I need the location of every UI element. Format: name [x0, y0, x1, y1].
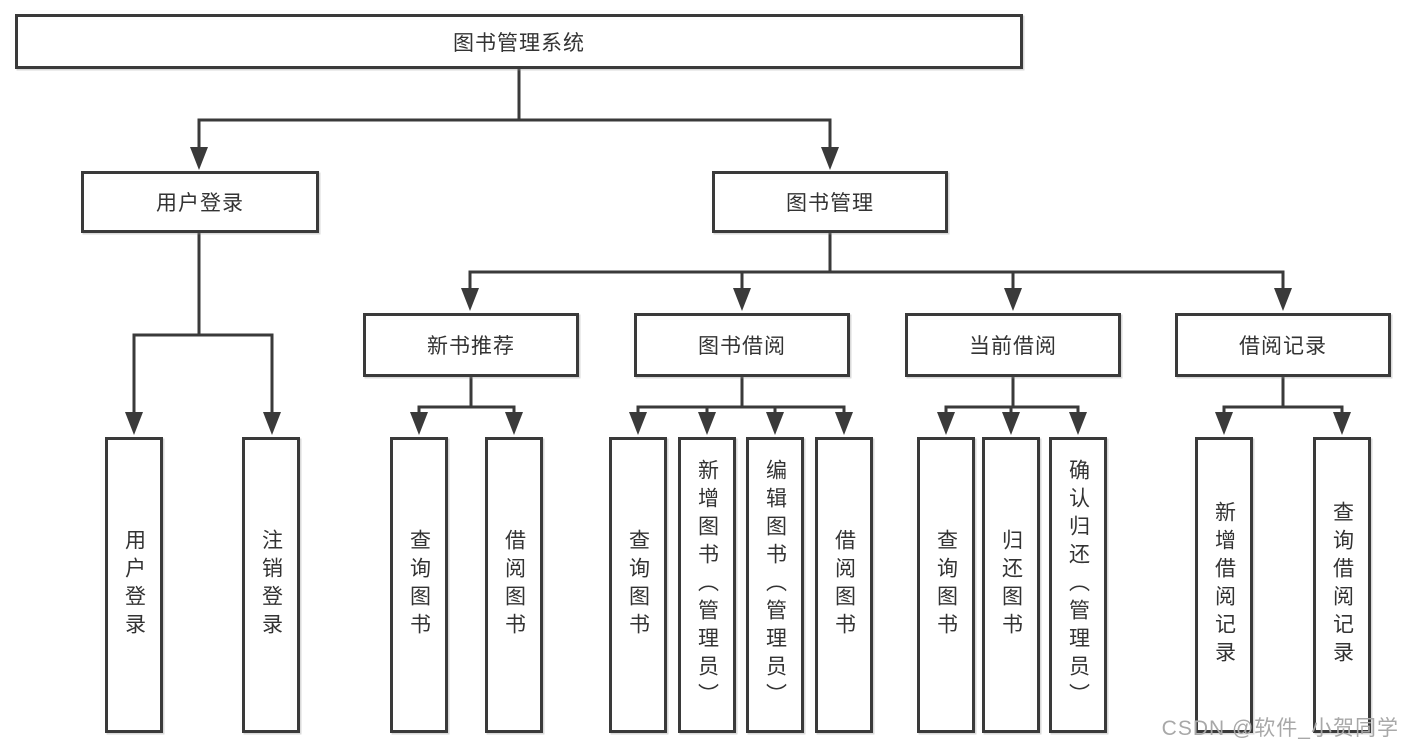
leaf-query-book-2-label: 查询图书: [626, 529, 650, 641]
leaf-add-borrow-record-label: 新增借阅记录: [1212, 501, 1236, 669]
leaf-return-book: 归还图书: [982, 437, 1040, 733]
leaf-user-login: 用户登录: [105, 437, 163, 733]
leaf-borrow-book-1: 借阅图书: [485, 437, 543, 733]
node-new-book-recommend: 新书推荐: [363, 313, 579, 377]
leaf-borrow-book-1-label: 借阅图书: [502, 529, 526, 641]
leaf-edit-book-admin-label: 编辑图书（管理员）: [763, 459, 787, 711]
node-root: 图书管理系统: [15, 14, 1023, 69]
node-borrow-record-label: 借阅记录: [1239, 335, 1327, 358]
node-book-borrow-label: 图书借阅: [698, 335, 786, 358]
leaf-query-book-1: 查询图书: [390, 437, 448, 733]
leaf-query-book-2: 查询图书: [609, 437, 667, 733]
node-user-login-label: 用户登录: [156, 192, 244, 215]
leaf-confirm-return-admin-label: 确认归还（管理员）: [1066, 459, 1090, 711]
leaf-logout: 注销登录: [242, 437, 300, 733]
leaf-query-borrow-record: 查询借阅记录: [1313, 437, 1371, 733]
leaf-logout-label: 注销登录: [259, 529, 283, 641]
node-borrow-record: 借阅记录: [1175, 313, 1391, 377]
node-book-management-label: 图书管理: [786, 192, 874, 215]
leaf-query-book-3-label: 查询图书: [934, 529, 958, 641]
leaf-add-book-admin: 新增图书（管理员）: [678, 437, 736, 733]
leaf-add-borrow-record: 新增借阅记录: [1195, 437, 1253, 733]
node-user-login: 用户登录: [81, 171, 319, 233]
leaf-user-login-label: 用户登录: [122, 529, 146, 641]
leaf-return-book-label: 归还图书: [999, 529, 1023, 641]
node-book-borrow: 图书借阅: [634, 313, 850, 377]
leaf-add-book-admin-label: 新增图书（管理员）: [695, 459, 719, 711]
node-current-borrow-label: 当前借阅: [969, 335, 1057, 358]
leaf-confirm-return-admin: 确认归还（管理员）: [1049, 437, 1107, 733]
leaf-query-book-1-label: 查询图书: [407, 529, 431, 641]
watermark: CSDN @软件_小贺同学: [1161, 717, 1399, 740]
leaf-borrow-book-2: 借阅图书: [815, 437, 873, 733]
node-current-borrow: 当前借阅: [905, 313, 1121, 377]
leaf-query-borrow-record-label: 查询借阅记录: [1330, 501, 1354, 669]
node-new-book-recommend-label: 新书推荐: [427, 335, 515, 358]
leaf-edit-book-admin: 编辑图书（管理员）: [746, 437, 804, 733]
node-root-label: 图书管理系统: [453, 31, 585, 55]
arrowhead-group: [125, 147, 1351, 435]
leaf-borrow-book-2-label: 借阅图书: [832, 529, 856, 641]
leaf-query-book-3: 查询图书: [917, 437, 975, 733]
node-book-management: 图书管理: [712, 171, 948, 233]
